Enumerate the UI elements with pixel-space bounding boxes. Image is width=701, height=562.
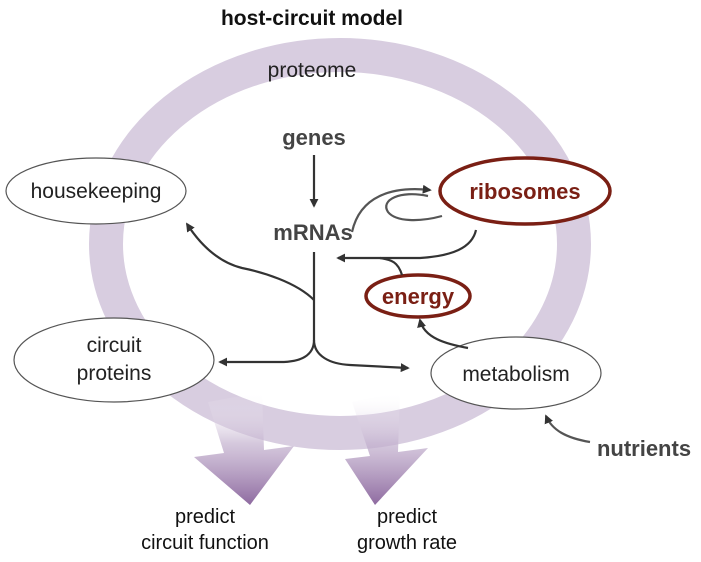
predict-growth-rate-line1: predict — [377, 506, 437, 528]
mrnas-label: mRNAs — [273, 220, 352, 245]
diagram-title: host-circuit model — [221, 7, 403, 30]
circuit-proteins-label-line2: proteins — [77, 362, 152, 385]
energy-node — [364, 273, 472, 319]
predict-growth-rate-line2: growth rate — [357, 532, 457, 554]
metabolism-to-energy-arrow — [417, 318, 469, 350]
housekeeping-node — [5, 157, 187, 225]
energy-label: energy — [382, 284, 455, 309]
circuit-proteins-node — [13, 317, 215, 403]
translation-to-metabolism-arrow — [312, 339, 410, 373]
circuit-proteins-label-line1: circuit — [87, 334, 142, 357]
translation-to-housekeeping-arrow — [186, 222, 315, 301]
metabolism-node — [430, 336, 602, 410]
metabolism-label: metabolism — [462, 363, 569, 386]
proteome-label: proteome — [268, 59, 357, 82]
nutrients-to-metabolism-arrow — [544, 414, 591, 444]
predict-growth-rate-arrow — [345, 392, 428, 505]
predict-circuit-function-line1: predict — [175, 506, 235, 528]
ribosome-inner-loop — [385, 193, 443, 222]
ribosomes-to-translation-arrow — [336, 229, 478, 263]
genes-label: genes — [282, 125, 346, 150]
ribosomes-label: ribosomes — [469, 179, 580, 204]
housekeeping-label: housekeeping — [31, 180, 162, 203]
predict-circuit-function-arrow — [194, 392, 294, 505]
translation-to-circuit-proteins-arrow — [218, 339, 316, 367]
ribosome-loop-arrow — [350, 184, 432, 233]
nutrients-label: nutrients — [597, 436, 691, 461]
energy-to-translation-line — [379, 256, 404, 276]
predict-circuit-function-line2: circuit function — [141, 532, 269, 554]
proteome-ring — [89, 38, 591, 450]
ribosomes-node — [438, 156, 612, 226]
